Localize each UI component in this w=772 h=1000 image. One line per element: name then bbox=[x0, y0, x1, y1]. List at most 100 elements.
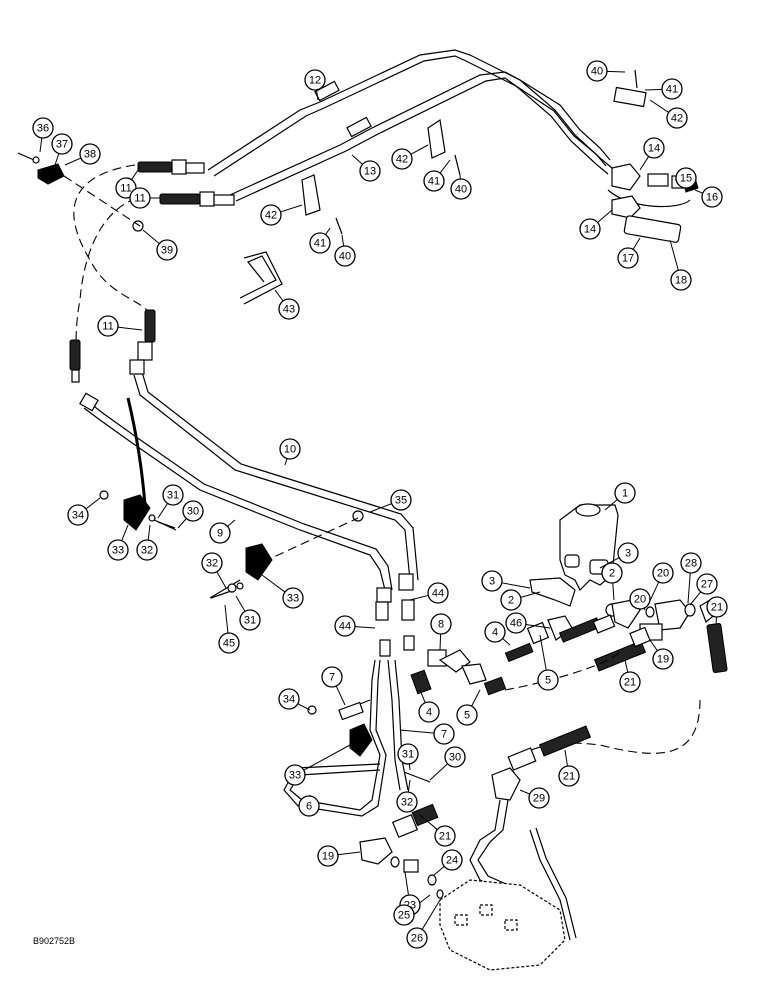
callout-label: 28 bbox=[685, 558, 697, 570]
callout-leader bbox=[408, 763, 411, 771]
callout-label: 40 bbox=[591, 66, 603, 78]
callout-leader bbox=[604, 499, 618, 511]
callout-26: 26 bbox=[406, 927, 428, 949]
callout-circle bbox=[239, 609, 261, 631]
callout-11: 11 bbox=[129, 187, 151, 209]
callout-11: 11 bbox=[97, 315, 119, 337]
callout-circle bbox=[456, 704, 478, 726]
callout-7: 7 bbox=[433, 723, 455, 745]
callout-label: 17 bbox=[622, 253, 634, 265]
callout-label: 6 bbox=[306, 801, 312, 813]
callout-circle bbox=[397, 743, 419, 765]
callout-label: 46 bbox=[510, 618, 522, 630]
callout-circle bbox=[601, 562, 623, 584]
callout-circle bbox=[278, 298, 300, 320]
callout-18: 18 bbox=[670, 269, 692, 291]
callout-circle bbox=[162, 484, 184, 506]
callout-leader bbox=[525, 623, 551, 629]
callout-13: 13 bbox=[359, 160, 381, 182]
callout-label: 37 bbox=[56, 139, 68, 151]
callout-circle bbox=[391, 148, 413, 170]
callout-leader bbox=[649, 99, 669, 113]
bent-rod-43 bbox=[239, 251, 283, 305]
callout-42: 42 bbox=[260, 204, 282, 226]
callout-43: 43 bbox=[278, 298, 300, 320]
callout-label: 34 bbox=[72, 510, 84, 522]
callout-circle bbox=[537, 669, 559, 691]
callout-circle bbox=[706, 596, 728, 618]
callout-circle bbox=[427, 582, 449, 604]
callout-leader bbox=[351, 154, 363, 165]
callout-leader bbox=[354, 626, 376, 629]
callout-leader bbox=[147, 524, 151, 541]
callout-label: 33 bbox=[287, 593, 299, 605]
bolts-30-45 bbox=[148, 514, 244, 599]
callout-circle bbox=[282, 587, 304, 609]
callout-39: 39 bbox=[156, 239, 178, 261]
callout-label: 21 bbox=[624, 677, 636, 689]
callout-21: 21 bbox=[619, 671, 641, 693]
callout-circle bbox=[579, 218, 601, 240]
callout-circle bbox=[450, 178, 472, 200]
callout-14: 14 bbox=[579, 218, 601, 240]
callout-label: 21 bbox=[439, 831, 451, 843]
callout-label: 31 bbox=[244, 615, 256, 627]
callout-41: 41 bbox=[309, 232, 331, 254]
callout-circle bbox=[317, 845, 339, 867]
lower-right-hose-29 bbox=[469, 725, 592, 941]
callout-leader bbox=[597, 209, 613, 223]
clamp-route bbox=[63, 175, 141, 227]
callout-21: 21 bbox=[558, 765, 580, 787]
callout-leader bbox=[404, 871, 409, 896]
callout-circle bbox=[279, 438, 301, 460]
callout-label: 32 bbox=[401, 797, 413, 809]
callout-label: 11 bbox=[134, 193, 145, 205]
callout-circle bbox=[617, 247, 639, 269]
callout-circle bbox=[67, 504, 89, 526]
callout-32: 32 bbox=[136, 539, 158, 561]
callout-leader bbox=[280, 204, 303, 213]
callout-circle bbox=[334, 245, 356, 267]
callout-label: 1 bbox=[622, 488, 628, 500]
callout-38: 38 bbox=[79, 143, 101, 165]
callout-label: 38 bbox=[84, 149, 96, 161]
callout-21: 21 bbox=[706, 596, 728, 618]
callout-label: 16 bbox=[706, 192, 718, 204]
callout-label: 29 bbox=[533, 793, 545, 805]
callout-label: 32 bbox=[206, 558, 218, 570]
callout-leader bbox=[520, 591, 541, 598]
callout-leader bbox=[216, 571, 227, 589]
lower-loop-tube-6 bbox=[283, 659, 409, 817]
callout-16: 16 bbox=[701, 186, 723, 208]
callout-leader bbox=[433, 866, 445, 876]
clamps-33 bbox=[99, 490, 431, 783]
hose-route-right bbox=[519, 699, 701, 756]
callout-circle bbox=[284, 764, 306, 786]
callout-6: 6 bbox=[298, 795, 320, 817]
callout-circle bbox=[701, 186, 723, 208]
callout-34: 34 bbox=[278, 688, 300, 710]
callout-circle bbox=[260, 204, 282, 226]
callout-label: 20 bbox=[657, 568, 669, 580]
callout-label: 21 bbox=[563, 771, 575, 783]
callout-label: 24 bbox=[446, 855, 458, 867]
callout-label: 12 bbox=[309, 75, 321, 87]
callout-label: 5 bbox=[464, 710, 470, 722]
clamp-38 bbox=[17, 152, 144, 232]
callout-leader bbox=[669, 239, 679, 271]
callout-circle bbox=[675, 167, 697, 189]
callout-leader bbox=[177, 518, 187, 529]
callout-circle bbox=[430, 613, 452, 635]
callout-label: 26 bbox=[411, 933, 423, 945]
callout-21: 21 bbox=[434, 825, 456, 847]
callout-42: 42 bbox=[391, 148, 413, 170]
callout-circle bbox=[629, 588, 651, 610]
callout-circle bbox=[643, 137, 665, 159]
callout-circle bbox=[309, 232, 331, 254]
callout-37: 37 bbox=[51, 133, 73, 155]
callout-leader bbox=[39, 137, 43, 153]
callout-label: 3 bbox=[625, 548, 631, 560]
callout-44: 44 bbox=[427, 582, 449, 604]
callout-leader bbox=[341, 234, 345, 247]
callout-label: 31 bbox=[167, 490, 179, 502]
